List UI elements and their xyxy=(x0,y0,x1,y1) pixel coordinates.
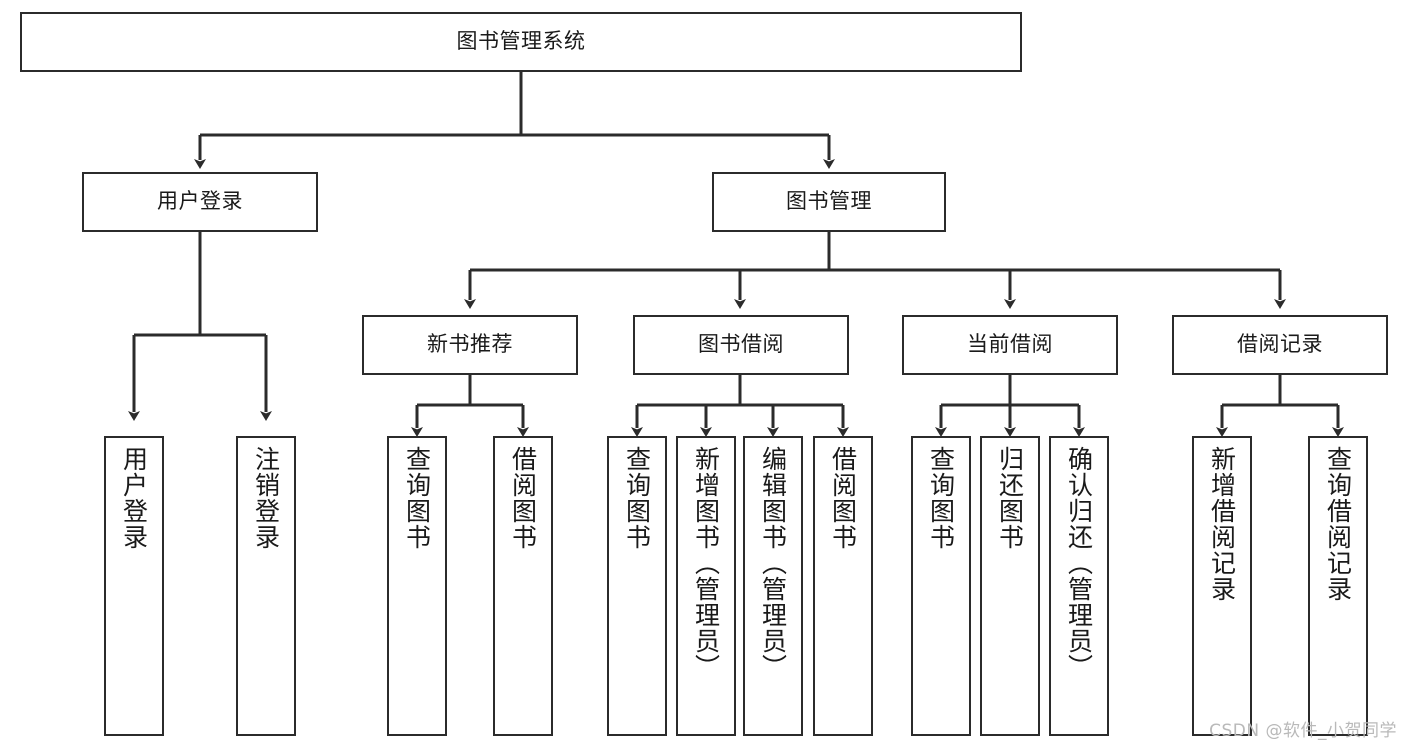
leaf-borrow-query-book[interactable]: 查询图书 xyxy=(607,436,667,736)
leaf-label: 编辑图书（管理员） xyxy=(758,446,788,680)
leaf-user-login-logout[interactable]: 注销登录 xyxy=(236,436,296,736)
leaf-new-book-borrow[interactable]: 借阅图书 xyxy=(493,436,553,736)
leaf-label: 确认归还（管理员） xyxy=(1064,446,1094,680)
leaf-label: 新增图书（管理员） xyxy=(691,446,721,680)
node-user-login[interactable]: 用户登录 xyxy=(82,172,318,232)
leaf-label: 查询借阅记录 xyxy=(1323,446,1353,602)
leaf-label: 查询图书 xyxy=(622,446,652,550)
leaf-current-confirm-return[interactable]: 确认归还（管理员） xyxy=(1049,436,1109,736)
leaf-label: 用户登录 xyxy=(119,446,149,550)
leaf-borrow-borrow-book[interactable]: 借阅图书 xyxy=(813,436,873,736)
node-new-book-recommend[interactable]: 新书推荐 xyxy=(362,315,578,375)
leaf-record-add[interactable]: 新增借阅记录 xyxy=(1192,436,1252,736)
leaf-current-query-book[interactable]: 查询图书 xyxy=(911,436,971,736)
node-root[interactable]: 图书管理系统 xyxy=(20,12,1022,72)
leaf-label: 归还图书 xyxy=(995,446,1025,550)
node-new-book-recommend-label: 新书推荐 xyxy=(427,332,513,357)
node-user-login-label: 用户登录 xyxy=(157,189,243,214)
leaf-borrow-edit-book[interactable]: 编辑图书（管理员） xyxy=(743,436,803,736)
leaf-label: 查询图书 xyxy=(402,446,432,550)
node-borrow-record-label: 借阅记录 xyxy=(1237,332,1323,357)
leaf-label: 新增借阅记录 xyxy=(1207,446,1237,602)
leaf-label: 借阅图书 xyxy=(828,446,858,550)
node-book-management[interactable]: 图书管理 xyxy=(712,172,946,232)
node-book-borrow[interactable]: 图书借阅 xyxy=(633,315,849,375)
leaf-new-book-query[interactable]: 查询图书 xyxy=(387,436,447,736)
leaf-current-return-book[interactable]: 归还图书 xyxy=(980,436,1040,736)
leaf-record-query[interactable]: 查询借阅记录 xyxy=(1308,436,1368,736)
node-current-borrow[interactable]: 当前借阅 xyxy=(902,315,1118,375)
leaf-user-login-login[interactable]: 用户登录 xyxy=(104,436,164,736)
leaf-label: 查询图书 xyxy=(926,446,956,550)
node-current-borrow-label: 当前借阅 xyxy=(967,332,1053,357)
node-book-borrow-label: 图书借阅 xyxy=(698,332,784,357)
leaf-borrow-add-book[interactable]: 新增图书（管理员） xyxy=(676,436,736,736)
node-book-management-label: 图书管理 xyxy=(786,189,872,214)
node-borrow-record[interactable]: 借阅记录 xyxy=(1172,315,1388,375)
leaf-label: 借阅图书 xyxy=(508,446,538,550)
watermark-text: CSDN @软件_小贺同学 xyxy=(1209,721,1397,741)
leaf-label: 注销登录 xyxy=(251,446,281,550)
node-root-label: 图书管理系统 xyxy=(456,29,586,54)
